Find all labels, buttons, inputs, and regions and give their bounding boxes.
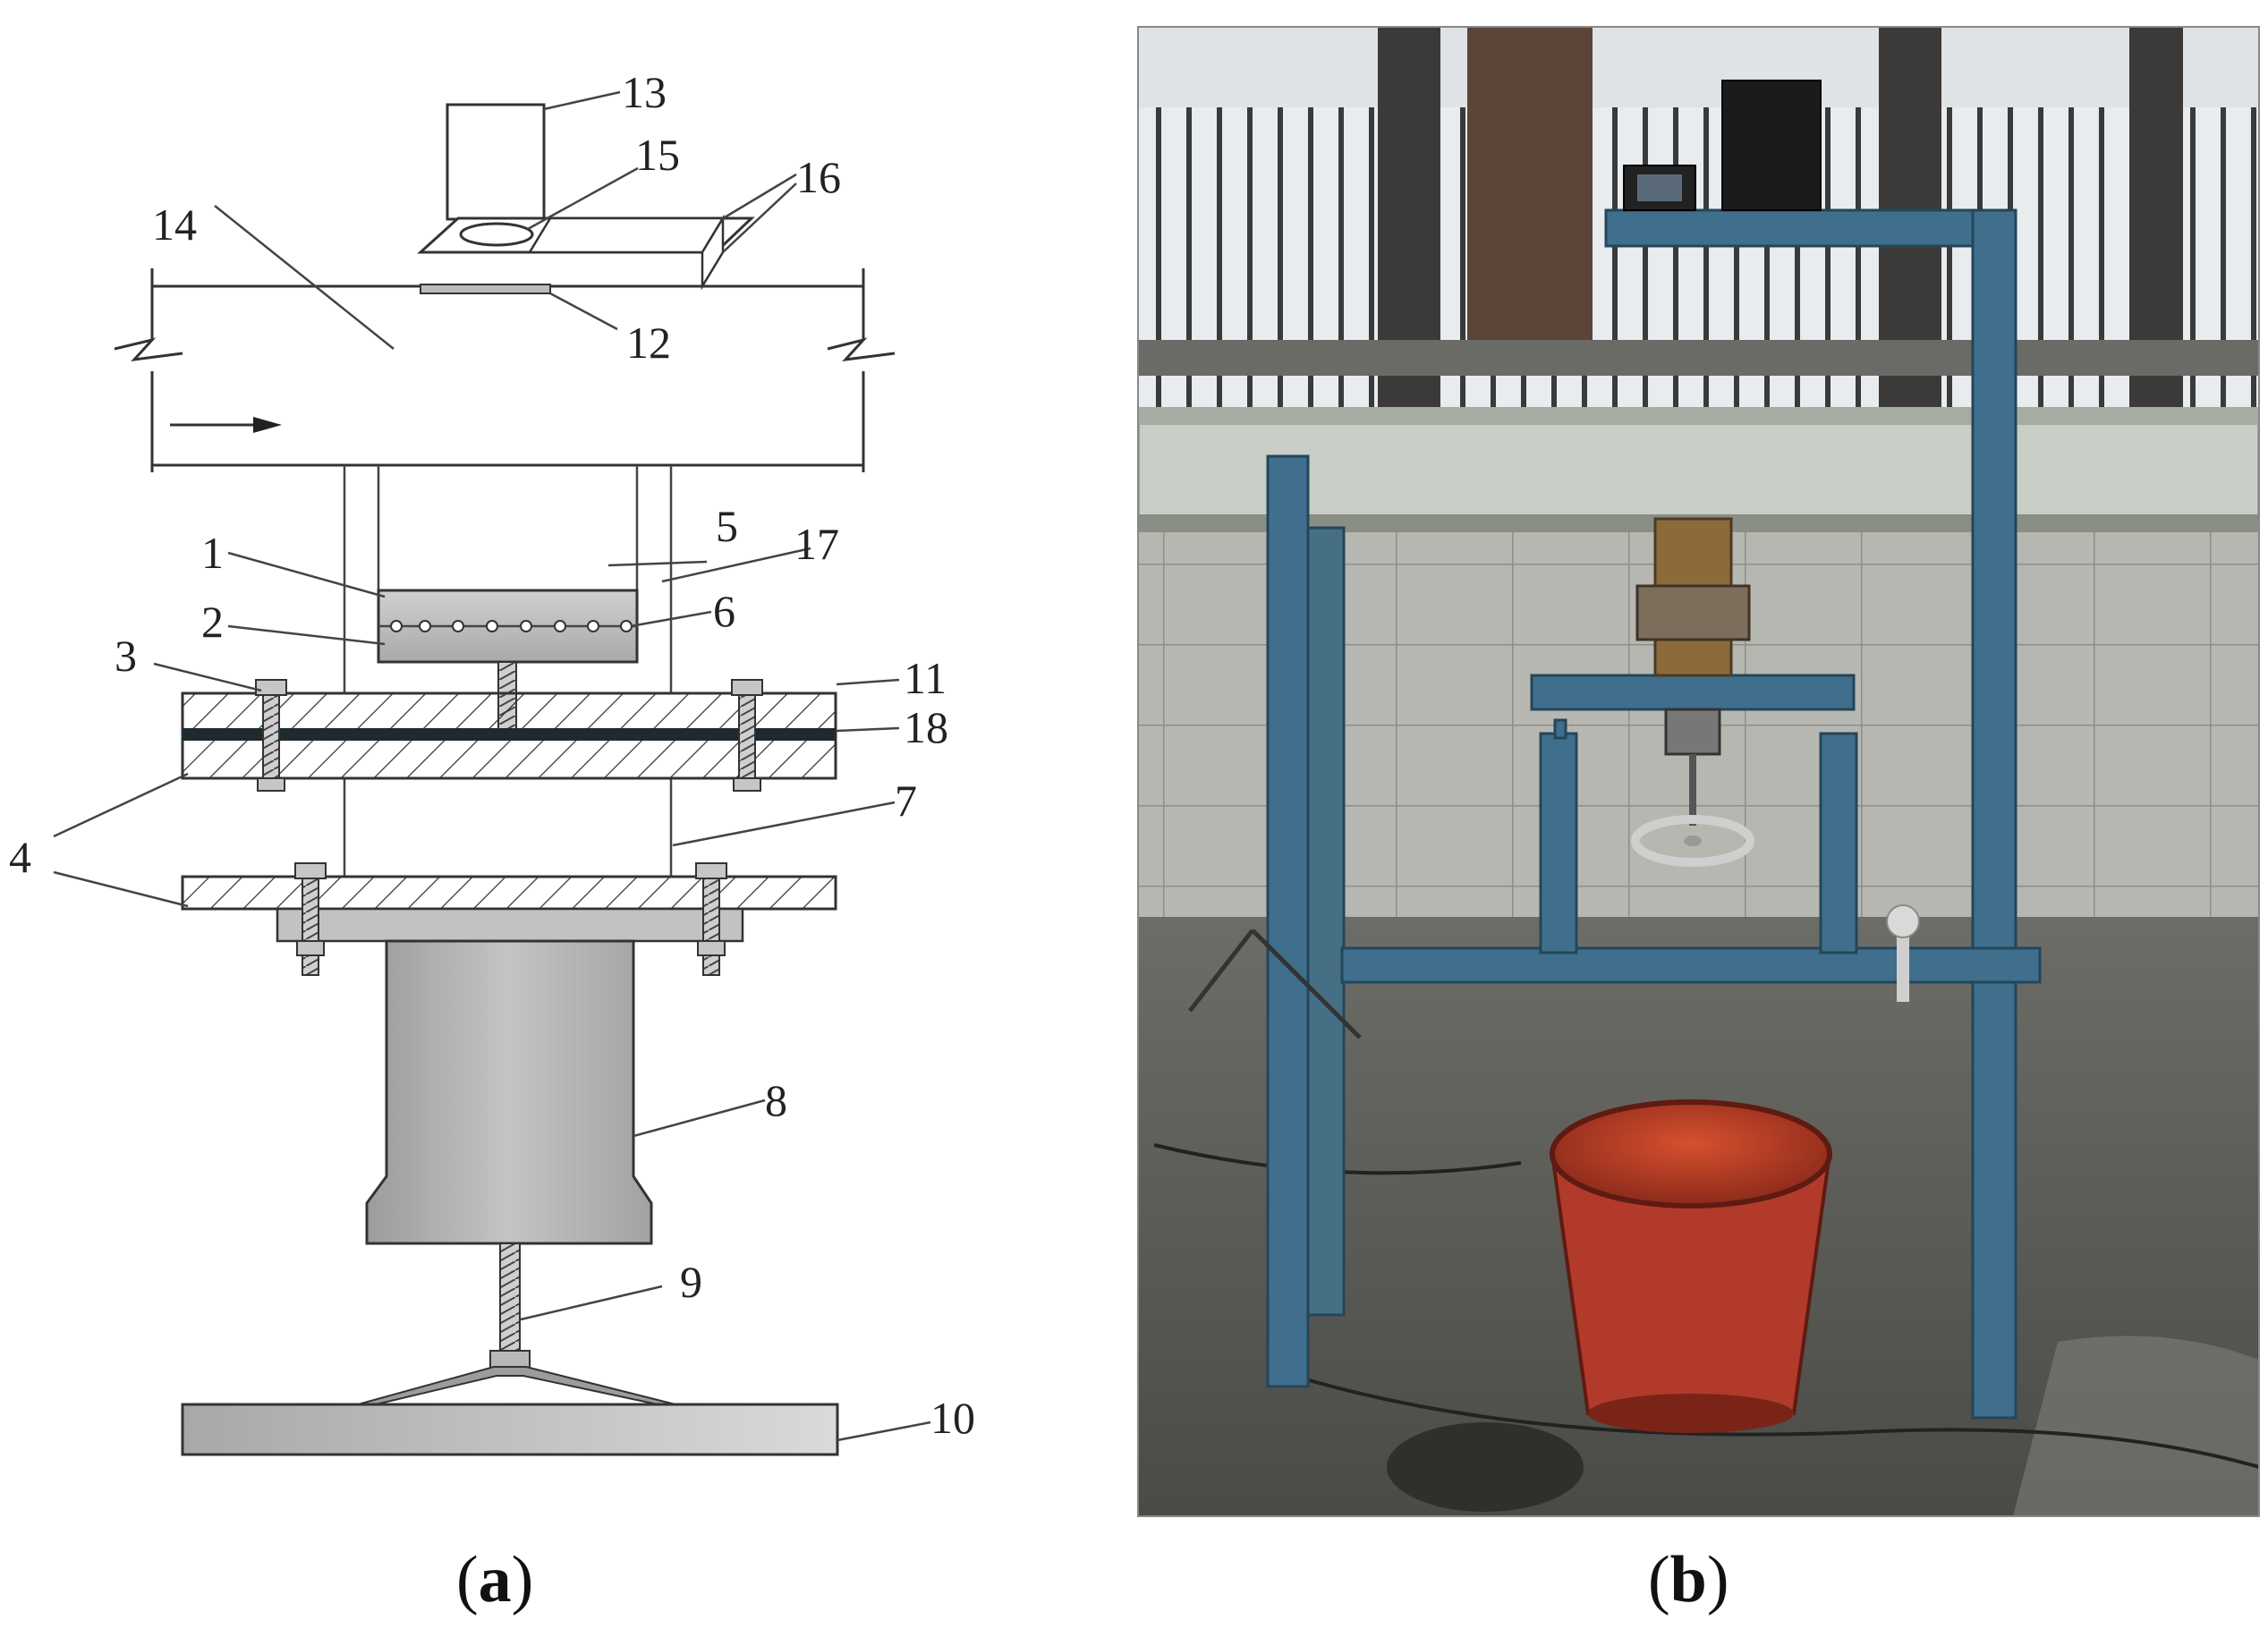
sampler-device <box>1631 517 1754 867</box>
label-12: 12 <box>626 318 671 368</box>
bolt-3-left <box>262 694 280 790</box>
support-stand <box>357 1366 676 1405</box>
flume-channel <box>114 268 896 472</box>
label-7: 7 <box>895 776 917 826</box>
red-bucket <box>1550 1099 1832 1433</box>
bolt-head-3-left <box>255 679 287 696</box>
bolt-3-right <box>738 694 756 790</box>
label-2: 2 <box>201 597 224 647</box>
label-4: 4 <box>9 832 31 882</box>
label-14: 14 <box>152 199 197 250</box>
label-8: 8 <box>765 1075 787 1125</box>
bolt-head-3-right <box>731 679 763 696</box>
label-15: 15 <box>635 130 680 180</box>
screw-rod-9 <box>499 1243 521 1352</box>
camera-assembly <box>417 103 755 291</box>
leader-lines <box>53 90 931 1442</box>
cylinder-8 <box>365 939 653 1245</box>
label-1: 1 <box>201 528 224 578</box>
label-13: 13 <box>622 67 667 117</box>
part-labels: 13 15 16 14 12 1 5 17 2 6 3 11 18 7 4 8 … <box>9 67 975 1443</box>
label-17: 17 <box>794 519 839 569</box>
caption-b: (b) <box>1648 1543 1729 1616</box>
plate-16-top <box>527 216 726 254</box>
label-10: 10 <box>930 1393 975 1443</box>
label-3: 3 <box>115 631 137 681</box>
base-plate-10 <box>181 1403 839 1456</box>
window-12 <box>420 284 551 294</box>
tap <box>1886 904 1920 1002</box>
schematic-panel-a: 13 15 16 14 12 1 5 17 2 6 3 11 18 7 4 8 … <box>9 67 975 1616</box>
camera-13 <box>446 103 546 221</box>
handwheel <box>1631 815 1754 867</box>
label-11: 11 <box>904 653 947 703</box>
perforations-6 <box>390 620 633 632</box>
photo-camera <box>1623 80 1822 211</box>
flange <box>276 907 744 943</box>
label-6: 6 <box>713 586 735 636</box>
label-9: 9 <box>680 1257 702 1307</box>
flume-beam <box>1138 410 2259 534</box>
steel-frame <box>1266 208 2042 1420</box>
bolt-nut-right <box>733 777 761 792</box>
photo-panel-b: (b) <box>1137 26 2260 1616</box>
lens-ring <box>459 222 534 247</box>
seal-layer-18 <box>183 728 836 741</box>
caption-a: (a) <box>456 1543 533 1616</box>
lower-plate-assembly <box>181 862 837 976</box>
label-5: 5 <box>716 501 738 551</box>
label-16: 16 <box>796 152 841 202</box>
plate-4 <box>181 875 837 911</box>
bolt-nut-left <box>257 777 285 792</box>
flow-arrow-head <box>253 417 282 433</box>
label-18: 18 <box>904 702 948 752</box>
upper-plate-assembly <box>181 679 837 792</box>
